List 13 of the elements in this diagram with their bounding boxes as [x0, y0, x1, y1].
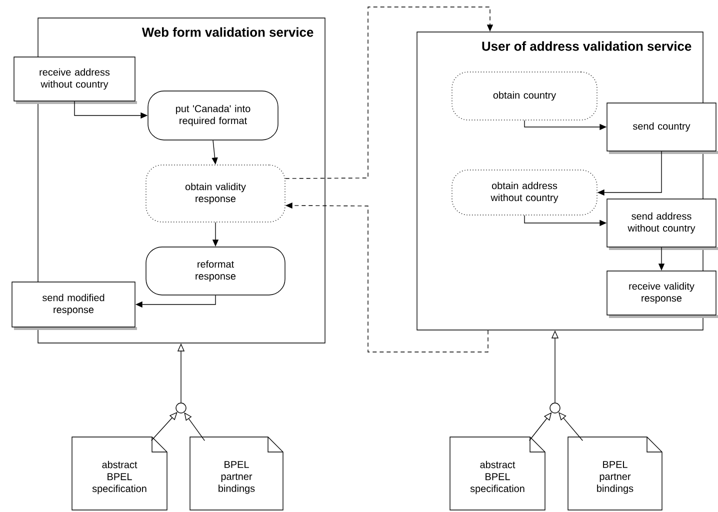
activity-box: receive address without country	[14, 56, 137, 104]
process-box: reformat response	[146, 246, 286, 296]
abstract-activity: obtain country	[452, 72, 598, 120]
abstract-activity: obtain address without country	[452, 170, 598, 216]
junction-circle	[550, 402, 560, 414]
abstract-activity: obtain validity response	[146, 164, 286, 222]
process-box: put 'Canada' into required format	[148, 90, 278, 140]
activity-box: send country	[606, 102, 718, 154]
activity-box: send address without country	[606, 198, 718, 250]
activity-box: send modified response	[12, 282, 137, 330]
junction-circle	[176, 402, 186, 414]
dashed-arrow	[285, 6, 494, 179]
activity-box: receive validity response	[606, 270, 718, 318]
